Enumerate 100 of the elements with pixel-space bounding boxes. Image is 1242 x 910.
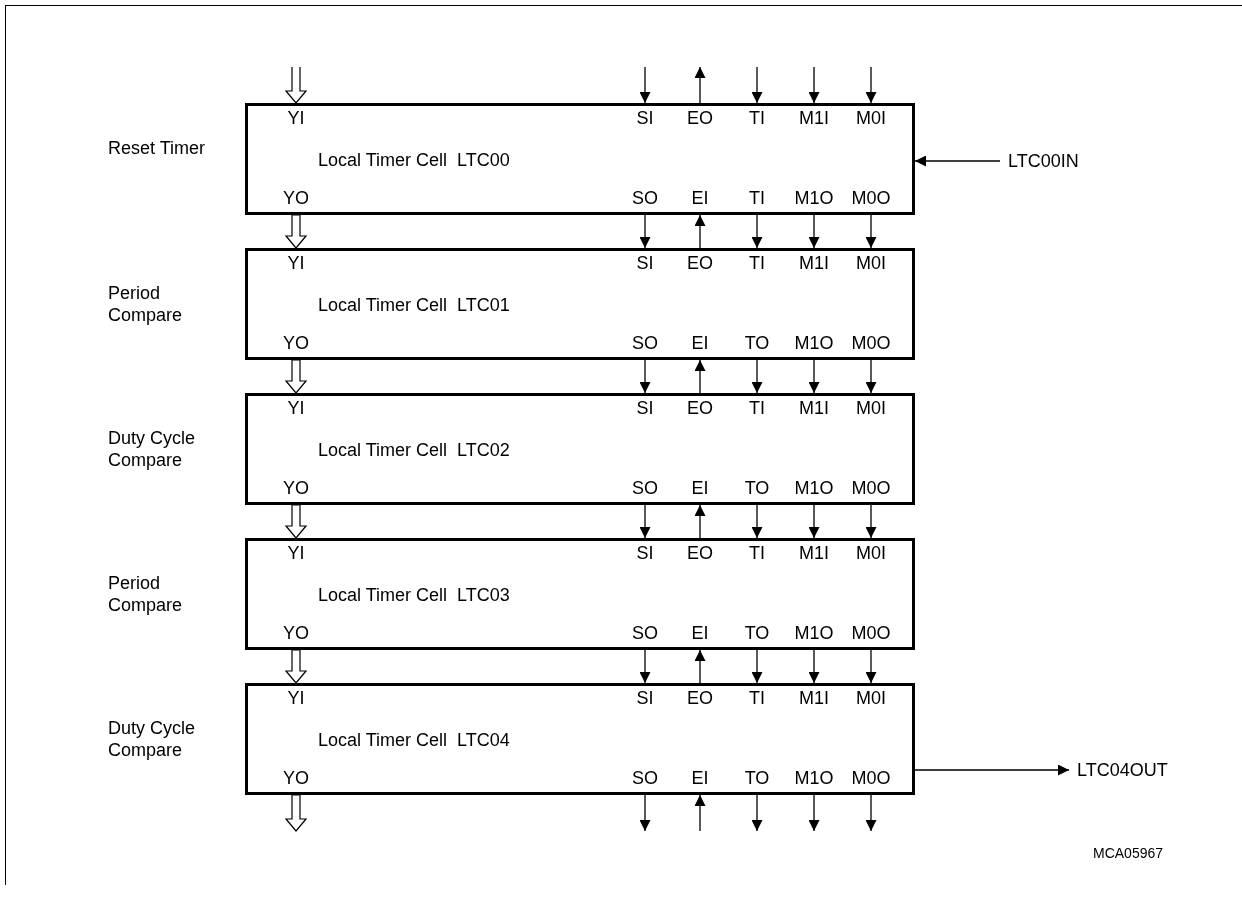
cell-caption: Period Compare	[108, 282, 184, 326]
pin-label: M1O	[793, 477, 835, 500]
pin-label: YI	[286, 542, 306, 565]
arrow	[639, 649, 651, 684]
pin-label: M0O	[850, 187, 892, 210]
arrow	[694, 794, 706, 832]
pin-label: M1O	[793, 332, 835, 355]
pin-label: M0I	[855, 397, 887, 420]
arrow	[639, 794, 651, 832]
pin-label: M1I	[798, 687, 830, 710]
pin-label: EO	[686, 687, 714, 710]
pin-label: TI	[748, 252, 766, 275]
arrow	[639, 504, 651, 539]
arrow	[751, 66, 763, 104]
arrow	[808, 504, 820, 539]
pin-label: M1I	[798, 252, 830, 275]
pin-label: SI	[635, 107, 655, 130]
signal-name: LTC04OUT	[1077, 759, 1168, 781]
pin-label: YI	[286, 252, 306, 275]
arrow	[865, 214, 877, 249]
pin-label: TO	[743, 332, 771, 355]
pin-label: YO	[282, 477, 310, 500]
arrow	[808, 649, 820, 684]
arrow	[808, 359, 820, 394]
pin-label: YO	[282, 187, 310, 210]
arrow	[808, 214, 820, 249]
pin-label: SI	[635, 542, 655, 565]
arrow	[694, 504, 706, 539]
arrow	[865, 794, 877, 832]
pin-label: M1I	[798, 107, 830, 130]
pin-label: TO	[743, 622, 771, 645]
pin-label: M1O	[793, 767, 835, 790]
arrow	[694, 649, 706, 684]
cell-title: Local Timer Cell LTC03	[318, 584, 510, 607]
timer-cell-box	[245, 248, 915, 360]
timer-cell-box	[245, 103, 915, 215]
pin-label: SO	[631, 187, 659, 210]
arrow	[751, 504, 763, 539]
cell-caption: Duty Cycle Compare	[108, 717, 197, 761]
pin-label: YO	[282, 767, 310, 790]
cell-title: Local Timer Cell LTC02	[318, 439, 510, 462]
arrow	[694, 214, 706, 249]
pin-label: M0O	[850, 332, 892, 355]
pin-label: EI	[690, 767, 710, 790]
pin-label: YI	[286, 397, 306, 420]
pin-label: EI	[690, 187, 710, 210]
pin-label: M1O	[793, 187, 835, 210]
pin-label: TI	[748, 187, 766, 210]
pin-label: M0I	[855, 542, 887, 565]
pin-label: TI	[748, 107, 766, 130]
pin-label: SO	[631, 477, 659, 500]
pin-label: YI	[286, 687, 306, 710]
pin-label: YO	[282, 332, 310, 355]
pin-label: EI	[690, 622, 710, 645]
pin-label: EO	[686, 252, 714, 275]
pin-label: M0I	[855, 687, 887, 710]
timer-cell-box	[245, 683, 915, 795]
bus-arrow	[284, 66, 308, 104]
figure-number: MCA05967	[1093, 844, 1164, 863]
pin-label: SO	[631, 332, 659, 355]
pin-label: TI	[748, 397, 766, 420]
pin-label: TO	[743, 477, 771, 500]
pin-label: SO	[631, 622, 659, 645]
arrow	[865, 66, 877, 104]
bus-arrow	[284, 214, 308, 249]
cell-caption: Period Compare	[108, 572, 184, 616]
pin-label: TO	[743, 767, 771, 790]
arrow	[639, 214, 651, 249]
pin-label: M0I	[855, 252, 887, 275]
arrow	[639, 66, 651, 104]
signal-name: LTC00IN	[1008, 150, 1079, 172]
pin-label: YO	[282, 622, 310, 645]
pin-label: EI	[690, 477, 710, 500]
bus-arrow	[284, 649, 308, 684]
bus-arrow	[284, 794, 308, 832]
pin-label: YI	[286, 107, 306, 130]
pin-label: M0O	[850, 622, 892, 645]
pin-label: M1I	[798, 542, 830, 565]
timer-cell-box	[245, 393, 915, 505]
pin-label: M1I	[798, 397, 830, 420]
arrow	[865, 504, 877, 539]
cell-caption: Duty Cycle Compare	[108, 427, 197, 471]
arrow	[808, 794, 820, 832]
arrow	[751, 359, 763, 394]
arrow	[694, 66, 706, 104]
arrow	[914, 155, 1001, 167]
pin-label: SI	[635, 397, 655, 420]
arrow	[751, 649, 763, 684]
pin-label: TI	[748, 687, 766, 710]
arrow	[694, 359, 706, 394]
cell-caption: Reset Timer	[108, 137, 207, 159]
arrow	[914, 764, 1070, 776]
pin-label: EO	[686, 107, 714, 130]
arrow	[865, 359, 877, 394]
pin-label: M0O	[850, 477, 892, 500]
cell-title: Local Timer Cell LTC00	[318, 149, 510, 172]
arrow	[808, 66, 820, 104]
pin-label: EI	[690, 332, 710, 355]
bus-arrow	[284, 359, 308, 394]
arrow	[751, 794, 763, 832]
